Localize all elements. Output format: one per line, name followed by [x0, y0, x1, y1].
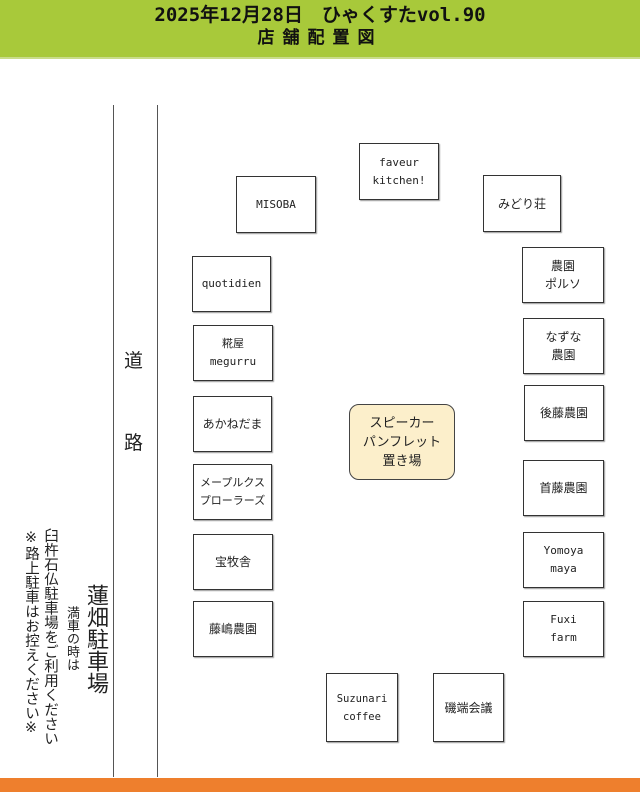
parking-note-alt: 臼杵石仏駐車場をご利用ください — [42, 528, 58, 746]
road-edge-right — [157, 105, 158, 777]
parking-note-full: 満車の時は — [64, 606, 79, 671]
event-title: 2025年12月28日 ひゃくすたvol.90 — [154, 4, 486, 26]
map-title: 店舗配置図 — [257, 28, 383, 48]
booth-maple-explorers: メープルクスプローラーズ — [193, 464, 272, 520]
bottom-bar — [0, 778, 640, 792]
header-banner: 2025年12月28日 ひゃくすたvol.90 店舗配置図 — [0, 0, 640, 59]
booth-midorisou: みどり荘 — [483, 175, 561, 232]
booth-akanedama: あかねだま — [193, 396, 272, 452]
booth-fujishima-farm: 藤嶋農園 — [193, 601, 273, 657]
road-label-2: 路 — [124, 432, 144, 454]
parking-note-warning: ※路上駐車はお控えください※ — [23, 530, 39, 736]
booth-nazuna-farm: なずな農園 — [523, 318, 604, 374]
road-label-1: 道 — [124, 350, 144, 372]
booth-takaramakisha: 宝牧舎 — [193, 534, 273, 590]
booth-goto-farm: 後藤農園 — [524, 385, 604, 441]
booth-farm-porso: 農園ポルソ — [522, 247, 604, 303]
parking-name: 蓮畑駐車場 — [83, 584, 108, 694]
speaker-pamphlet-area: スピーカー パンフレット 置き場 — [349, 404, 455, 480]
booth-misoba: MISOBA — [236, 176, 316, 233]
booth-isobata-kaigi: 磯端会議 — [433, 673, 504, 742]
booth-quotidien: quotidien — [192, 256, 271, 312]
booth-shuto-farm: 首藤農園 — [523, 460, 604, 516]
road-edge-left — [113, 105, 114, 777]
